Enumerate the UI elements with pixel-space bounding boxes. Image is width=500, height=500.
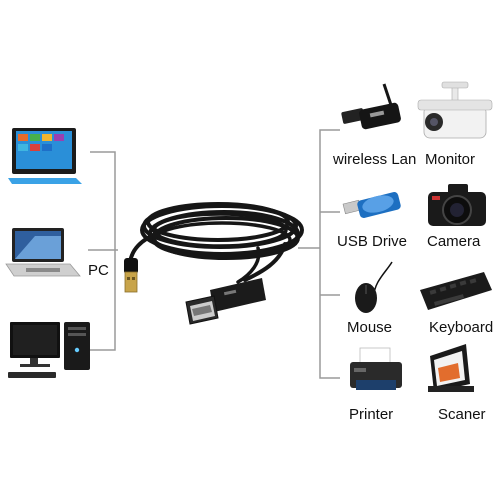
wireless-lan-label: wireless Lan xyxy=(333,151,417,168)
camera-label: Camera xyxy=(427,233,481,250)
usb-drive-icon xyxy=(342,192,401,218)
mouse-icon xyxy=(355,261,393,313)
usb-male-plug xyxy=(124,258,138,293)
mouse-label: Mouse xyxy=(347,319,393,336)
left-connector-lines xyxy=(88,151,118,351)
scanner-icon xyxy=(428,344,474,392)
wireless-adapter-icon xyxy=(341,83,401,130)
printer-label: Printer xyxy=(349,406,394,423)
laptop-icon xyxy=(5,228,81,277)
right-connector-lines xyxy=(298,129,340,379)
printer-icon xyxy=(350,347,402,390)
monitor-label: Monitor xyxy=(425,151,476,168)
security-camera-icon xyxy=(417,81,493,139)
usb-extension-cable xyxy=(128,202,304,284)
camera-icon xyxy=(428,184,486,226)
pc-label: PC xyxy=(88,262,109,279)
tablet-icon xyxy=(8,128,82,184)
scanner-label: Scaner xyxy=(438,406,486,423)
desktop-computer-icon xyxy=(8,322,90,378)
keyboard-label: Keyboard xyxy=(429,319,494,336)
usb-female-repeater xyxy=(185,278,266,325)
keyboard-icon xyxy=(420,272,492,310)
usb-drive-label: USB Drive xyxy=(337,233,408,250)
